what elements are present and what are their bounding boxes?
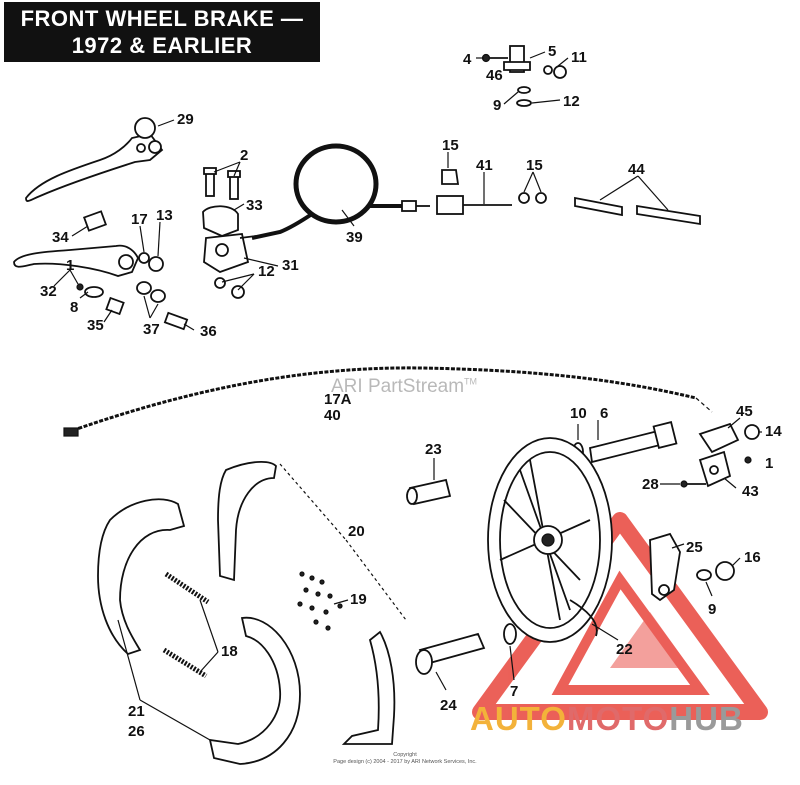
brake-backing-plate [487,437,613,643]
copyright-line-1: Copyright [393,752,417,758]
callout-43: 43 [742,483,759,500]
long-brake-cable-17a [63,366,713,437]
brand-part-3: HUB [669,700,744,737]
axle-bolt-6 [572,421,678,464]
brake-arm-parts [680,422,760,488]
partstream-watermark: ARI PartStreamTM [331,376,477,398]
callout-39: 39 [346,229,363,246]
clip-assembly-parts [481,45,567,107]
callout-22: 22 [616,641,633,658]
cam-lever-25 [649,532,735,602]
brake-cable-39 [239,143,430,240]
callout-11: 11 [571,49,587,66]
copyright-note: Copyright Page design (c) 2004 - 2017 by… [330,752,480,766]
brake-lining-20 [217,461,396,745]
callout-13: 13 [156,207,173,224]
callout-5: 5 [548,43,556,60]
callout-23: 23 [425,441,442,458]
bolts-and-clamp [202,167,250,299]
callout-18: 18 [221,643,238,660]
title-line-1: FRONT WHEEL BRAKE — [20,6,304,31]
title-line-2: 1972 & EARLIER [71,33,253,58]
callout-numbers: 4 46 5 11 9 12 29 2 33 15 41 15 44 34 17… [40,43,782,740]
callout-12-top: 12 [563,93,580,110]
callout-41: 41 [476,157,493,174]
brand-part-1: AUTO [470,700,567,737]
callout-9-top: 9 [493,97,501,114]
stud-23 [406,478,452,506]
callout-17a: 17A [324,391,352,408]
leader-lines [53,51,762,741]
callout-46: 46 [486,67,503,84]
cam-and-washer [415,623,517,675]
callout-24: 24 [440,697,457,714]
callout-32: 32 [40,283,57,300]
watermark-tm: TM [464,376,478,387]
callout-25: 25 [686,539,703,556]
callout-1-right: 1 [765,455,773,472]
callout-4: 4 [463,51,472,68]
callout-40: 40 [324,407,341,424]
callout-34: 34 [52,229,69,246]
callout-7: 7 [510,683,518,700]
cable-adjuster-parts [436,169,701,226]
callout-15-b: 15 [526,157,543,174]
rivets-19 [297,571,343,631]
return-springs-18 [162,571,210,679]
callout-10: 10 [570,405,587,422]
callout-1-left: 1 [66,257,74,274]
callout-15-a: 15 [442,137,459,154]
callout-17: 17 [131,211,148,228]
hand-lever-29 [25,117,164,202]
callout-45: 45 [736,403,753,420]
callout-44: 44 [628,161,645,178]
callout-31: 31 [282,257,299,274]
callout-35: 35 [87,317,104,334]
callout-14: 14 [765,423,782,440]
title-box: FRONT WHEEL BRAKE — 1972 & EARLIER [4,2,320,62]
automotohub-brand: AUTOMOTOHUB [470,700,744,738]
brand-part-2: MOTO [566,700,670,737]
callout-6: 6 [600,405,608,422]
hand-lever-32 [13,210,189,331]
callout-28: 28 [642,476,659,493]
watermark-text: ARI PartStream [331,376,465,397]
callout-8: 8 [70,299,78,316]
callout-16: 16 [744,549,761,566]
callout-21: 21 [128,703,145,720]
callout-2: 2 [240,147,248,164]
brake-shoes-21 [97,498,301,765]
callout-26: 26 [128,723,145,740]
callout-36: 36 [200,323,217,340]
callout-20: 20 [348,523,365,540]
callout-37: 37 [143,321,160,338]
callout-33: 33 [246,197,263,214]
copyright-line-2: Page design (c) 2004 - 2017 by ARI Netwo… [333,759,477,765]
callout-29: 29 [177,111,194,128]
callout-12-mid: 12 [258,263,275,280]
callout-9-right: 9 [708,601,716,618]
callout-19: 19 [350,591,367,608]
